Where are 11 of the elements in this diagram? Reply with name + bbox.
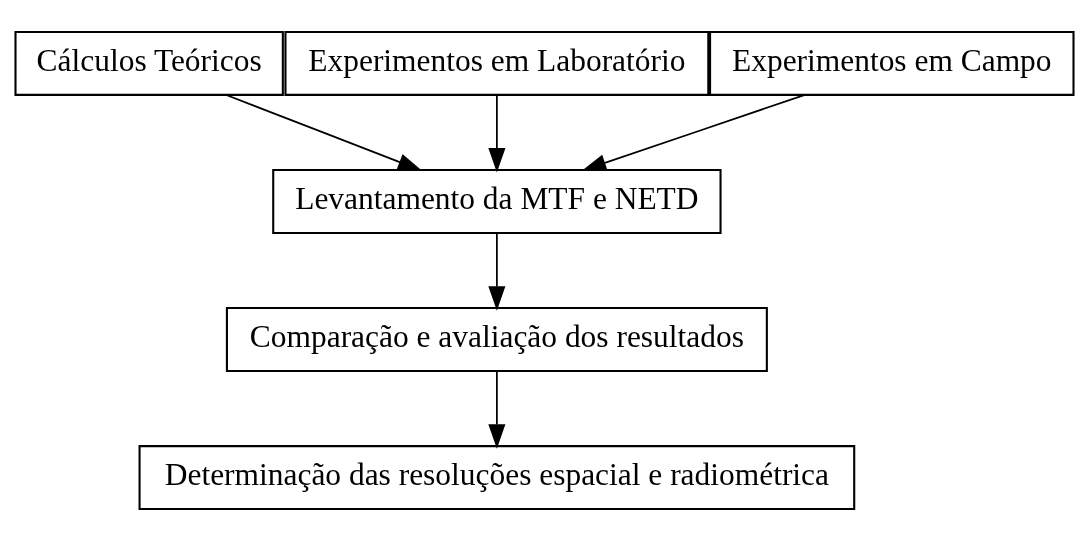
node-box: Experimentos em Laboratório <box>284 30 710 96</box>
arrow <box>581 94 805 171</box>
node-box: Cálculos Teóricos <box>14 30 284 96</box>
arrow <box>488 370 506 449</box>
arrow <box>488 232 506 311</box>
node-box: Comparação e avaliação dos resultados <box>225 307 768 373</box>
node-box: Experimentos em Campo <box>709 30 1075 96</box>
node-box: Levantamento da MTF e NETD <box>272 169 722 234</box>
arrow <box>225 94 423 171</box>
arrow <box>488 94 506 173</box>
node-box: Determinação das resoluções espacial e radiométrica <box>138 445 856 511</box>
